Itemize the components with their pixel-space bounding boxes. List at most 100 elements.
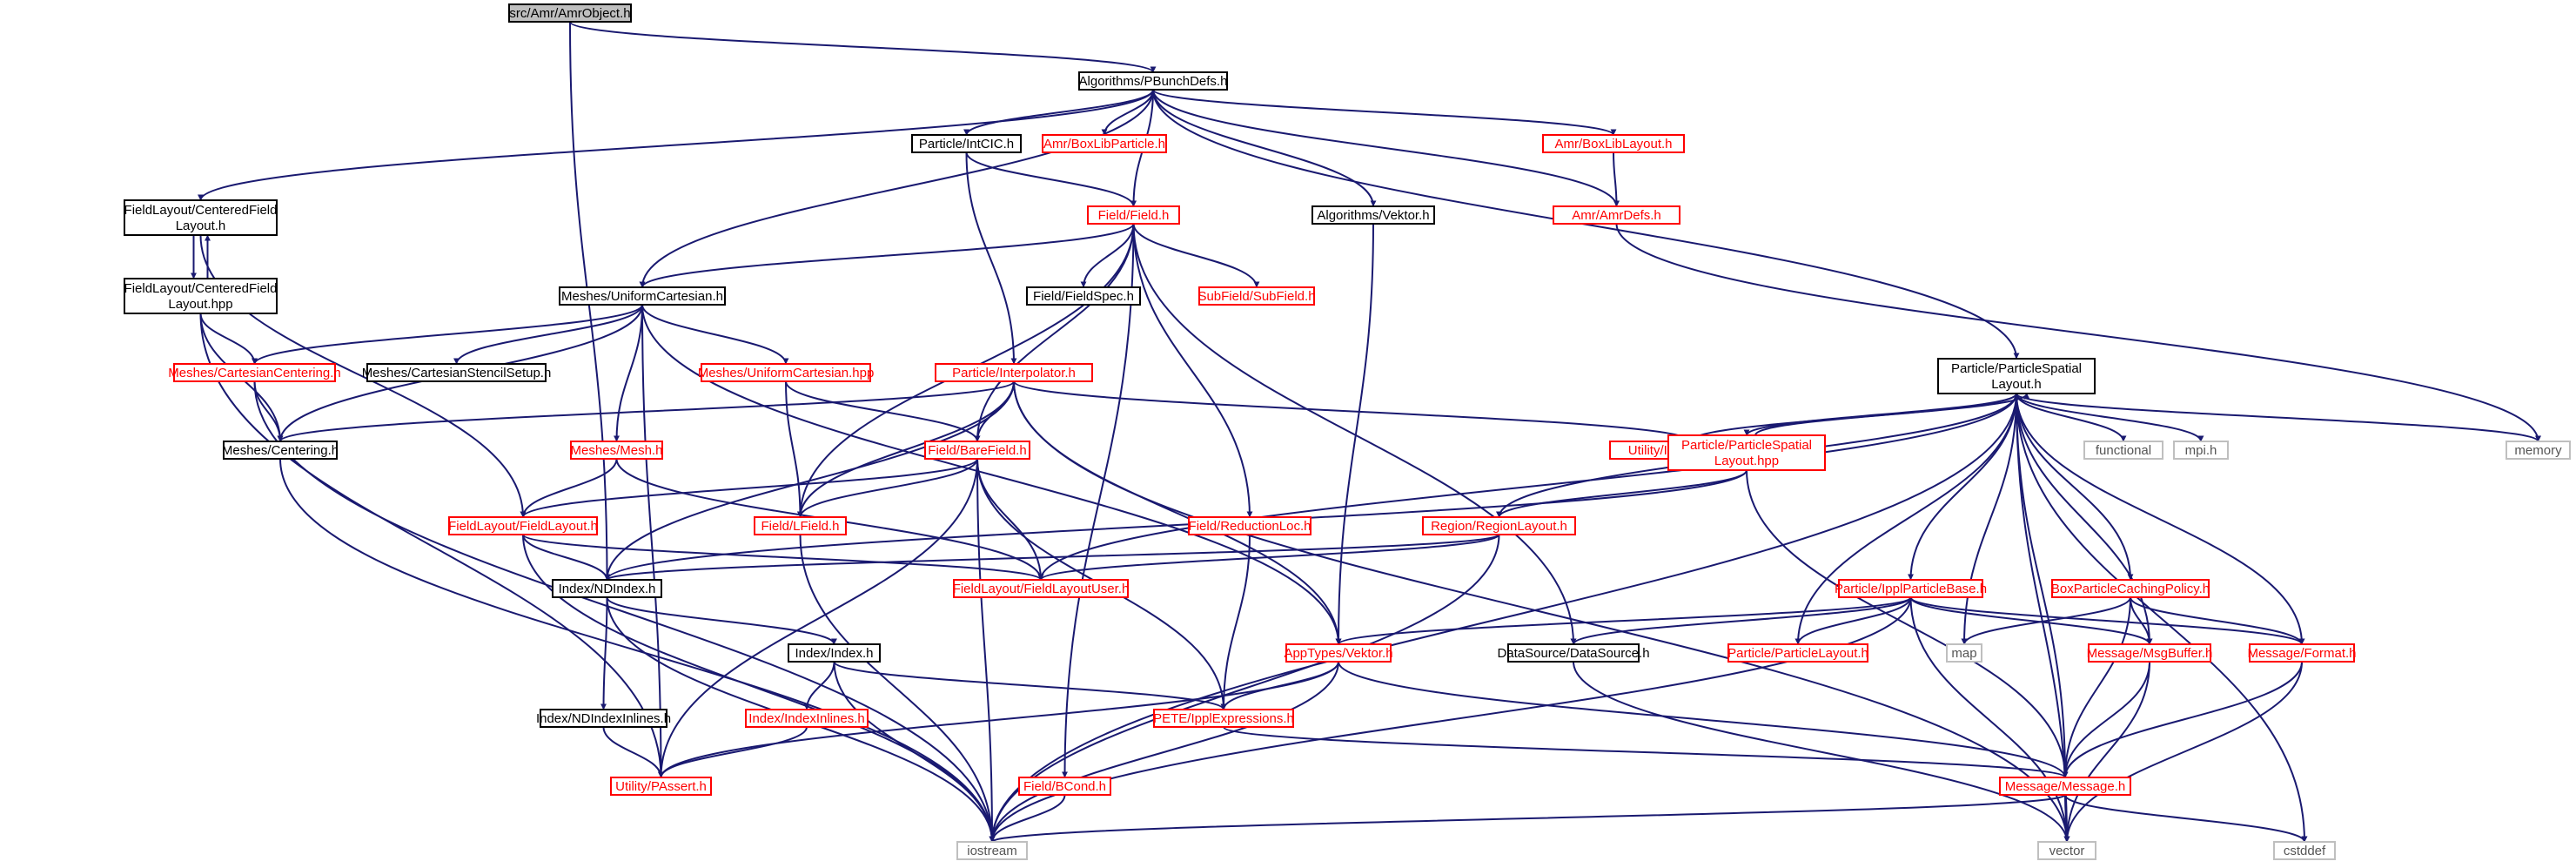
node-label: Utility/PAssert.h bbox=[615, 779, 707, 794]
node-box bbox=[1422, 516, 1576, 535]
node-barefield[interactable]: Field/BareField.h bbox=[924, 441, 1030, 460]
node-indexinl[interactable]: Index/IndexInlines.h bbox=[745, 709, 869, 728]
node-pete[interactable]: PETE/IpplExpressions.h bbox=[1153, 709, 1294, 728]
node-label: FieldLayout/FieldLayout.h bbox=[448, 519, 598, 534]
edge-cfl_hpp-to-passert bbox=[199, 313, 664, 778]
node-uniformcart_hpp[interactable]: Meshes/UniformCartesian.hpp bbox=[698, 363, 875, 382]
node-cartcentering[interactable]: Meshes/CartesianCentering.h bbox=[168, 363, 341, 382]
node-box bbox=[2088, 643, 2211, 663]
node-box bbox=[570, 441, 663, 460]
node-memory[interactable]: memory bbox=[2506, 441, 2571, 460]
node-box bbox=[1542, 134, 1685, 153]
edge-fieldlayout-to-ndindex bbox=[522, 534, 610, 581]
node-label: Layout.hpp bbox=[1714, 454, 1779, 468]
node-boxlibparticle[interactable]: Amr/BoxLibParticle.h bbox=[1042, 134, 1167, 153]
edge-uniformcart-to-cartcentering bbox=[252, 304, 643, 365]
node-box bbox=[701, 363, 871, 382]
node-label: Field/BareField.h bbox=[928, 443, 1026, 458]
node-msgbuffer[interactable]: Message/MsgBuffer.h bbox=[2087, 643, 2213, 663]
node-reduction[interactable]: Field/ReductionLoc.h bbox=[1188, 516, 1311, 535]
node-box bbox=[508, 3, 632, 23]
node-intcic[interactable]: Particle/IntCIC.h bbox=[911, 134, 1022, 153]
node-fieldh[interactable]: Field/Field.h bbox=[1087, 205, 1180, 225]
node-label: Message/MsgBuffer.h bbox=[2087, 646, 2213, 661]
node-box bbox=[1153, 709, 1294, 728]
node-stencil[interactable]: Meshes/CartesianStencilSetup.h bbox=[362, 363, 552, 382]
node-format[interactable]: Message/Format.h bbox=[2247, 643, 2357, 663]
edge-appvektor-to-message bbox=[1338, 661, 2069, 778]
node-map[interactable]: map bbox=[1946, 643, 1982, 663]
edge-centering-to-iostream bbox=[279, 458, 996, 843]
edge-interp-to-vector bbox=[1013, 380, 2070, 843]
node-vektor[interactable]: Algorithms/Vektor.h bbox=[1311, 205, 1435, 225]
node-vector[interactable]: vector bbox=[2037, 841, 2096, 860]
node-uniformcart[interactable]: Meshes/UniformCartesian.h bbox=[559, 286, 726, 306]
node-centering[interactable]: Meshes/Centering.h bbox=[222, 441, 339, 460]
node-mpih[interactable]: mpi.h bbox=[2173, 441, 2229, 460]
graph-edges bbox=[191, 21, 2541, 843]
node-datasource[interactable]: DataSource/DataSource.h bbox=[1497, 643, 1650, 663]
node-box bbox=[559, 286, 726, 306]
node-label: memory bbox=[2514, 443, 2562, 458]
node-fluser[interactable]: FieldLayout/FieldLayoutUser.h bbox=[953, 579, 1130, 598]
node-passert[interactable]: Utility/PAssert.h bbox=[610, 777, 712, 796]
node-box bbox=[1838, 579, 1983, 598]
node-ndindexinl[interactable]: Index/NDIndexInlines.h bbox=[536, 709, 671, 728]
node-interp[interactable]: Particle/Interpolator.h bbox=[935, 363, 1093, 382]
node-box bbox=[745, 709, 869, 728]
node-bcond[interactable]: Field/BCond.h bbox=[1018, 777, 1111, 796]
node-message[interactable]: Message/Message.h bbox=[1999, 777, 2131, 796]
node-box bbox=[173, 363, 336, 382]
node-amrdefs[interactable]: Amr/AmrDefs.h bbox=[1553, 205, 1680, 225]
edge-indexh-to-indexinl bbox=[803, 661, 835, 710]
node-box bbox=[788, 643, 881, 663]
node-meshh[interactable]: Meshes/Mesh.h bbox=[570, 441, 663, 460]
node-label: Region/RegionLayout.h bbox=[1431, 519, 1567, 534]
node-box bbox=[2037, 841, 2096, 860]
node-label: Algorithms/Vektor.h bbox=[1317, 208, 1429, 223]
edge-cfl_hpp-to-cartcentering bbox=[199, 313, 258, 365]
node-fieldlayout[interactable]: FieldLayout/FieldLayout.h bbox=[448, 516, 598, 535]
node-label: Field/BCond.h bbox=[1023, 779, 1106, 794]
edge-ipplpb-to-msgbuffer bbox=[1909, 596, 2153, 645]
node-box bbox=[911, 134, 1022, 153]
node-cstddef[interactable]: cstddef bbox=[2273, 841, 2336, 860]
node-ndindex[interactable]: Index/NDIndex.h bbox=[552, 579, 662, 598]
edge-interp-to-lfield bbox=[797, 380, 1015, 518]
edge-pete-to-message bbox=[1223, 726, 2069, 778]
edge-psl_hpp-to-message bbox=[1746, 469, 2069, 778]
edge-psl_hpp-to-regionlayout bbox=[1496, 469, 1748, 518]
node-boxliblayout[interactable]: Amr/BoxLibLayout.h bbox=[1542, 134, 1685, 153]
node-fieldspec[interactable]: Field/FieldSpec.h bbox=[1026, 286, 1141, 306]
node-functional[interactable]: functional bbox=[2083, 441, 2163, 460]
node-pbunch[interactable]: Algorithms/PBunchDefs.h bbox=[1078, 71, 1228, 91]
node-box bbox=[366, 363, 547, 382]
edge-psl_h-to-ipplpb bbox=[1908, 393, 2017, 581]
node-appvektor[interactable]: AppTypes/Vektor.h bbox=[1284, 643, 1393, 663]
node-ipplpb[interactable]: Particle/IpplParticleBase.h bbox=[1835, 579, 1987, 598]
node-root[interactable]: src/Amr/AmrObject.h bbox=[508, 3, 632, 23]
node-label: Field/LField.h bbox=[761, 519, 839, 534]
node-subfield[interactable]: SubField/SubField.h bbox=[1197, 286, 1316, 306]
node-label: AppTypes/Vektor.h bbox=[1284, 646, 1392, 661]
node-box bbox=[552, 579, 662, 598]
edge-interp-to-centering bbox=[277, 380, 1015, 442]
node-box bbox=[448, 516, 598, 535]
node-box bbox=[1026, 286, 1141, 306]
node-regionlayout[interactable]: Region/RegionLayout.h bbox=[1422, 516, 1576, 535]
node-lfield[interactable]: Field/LField.h bbox=[754, 516, 847, 535]
node-boxcaching[interactable]: BoxParticleCachingPolicy.h bbox=[2051, 579, 2210, 598]
node-indexh[interactable]: Index/Index.h bbox=[788, 643, 881, 663]
edge-bcond-to-iostream bbox=[989, 794, 1066, 843]
node-playout[interactable]: Particle/ParticleLayout.h bbox=[1727, 643, 1868, 663]
node-iostream[interactable]: iostream bbox=[956, 841, 1028, 860]
edge-pbunch-to-cfl_h bbox=[198, 89, 1154, 201]
edge-pbunch-to-intcic bbox=[963, 89, 1154, 136]
node-label: Particle/ParticleLayout.h bbox=[1727, 646, 1868, 661]
edge-uniformcart-to-meshh bbox=[614, 304, 643, 442]
node-box bbox=[2249, 643, 2355, 663]
